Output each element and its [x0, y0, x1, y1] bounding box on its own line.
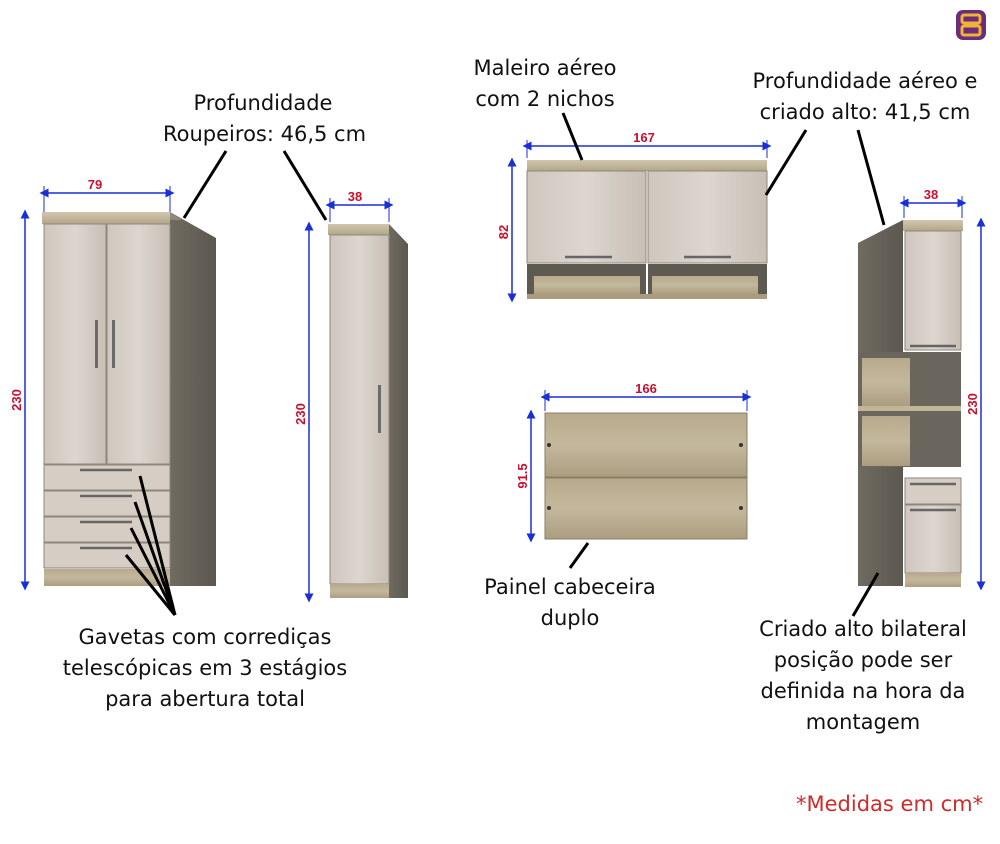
label-painel: Painel cabeceira duplo: [480, 572, 660, 634]
label-line: com 2 nichos: [475, 87, 615, 111]
criado-niche-back: [862, 416, 910, 466]
coluna-side-panel: [389, 224, 408, 598]
label-line: telescópicas em 3 estágios: [62, 656, 348, 680]
label-line: Gavetas com corrediças: [78, 625, 332, 649]
dim-criado-width: 38: [924, 187, 938, 202]
callout-profundidade-roupeiros-2: [282, 150, 328, 221]
label-line: duplo: [540, 606, 600, 630]
painel-screw: [739, 443, 743, 447]
coluna-top: [328, 224, 389, 235]
label-criado: Criado alto bilateral posição pode ser d…: [748, 614, 978, 738]
painel-lower: [544, 477, 748, 540]
criado-lower-door: [904, 504, 962, 574]
callout-criado: [851, 572, 880, 617]
maleiro-left-door: [526, 170, 647, 264]
label-profundidade-aereo: Profundidade aéreo e criado alto: 41,5 c…: [745, 66, 985, 128]
callout-gaveta-4: [124, 554, 177, 616]
measurement-note: *Medidas em cm*: [796, 792, 984, 816]
maleiro-bottom: [527, 294, 767, 299]
label-line: Profundidade: [193, 91, 333, 115]
dim-roupeiro-width: 79: [88, 177, 102, 192]
label-maleiro: Maleiro aéreo com 2 nichos: [455, 53, 635, 115]
callout-profundidade-aereo-2: [856, 129, 886, 226]
criado-upper-door: [904, 230, 962, 351]
painel-screw: [739, 506, 743, 510]
dim-criado-height: 230: [965, 393, 980, 415]
criado-top: [903, 220, 963, 231]
coluna-handle: [378, 385, 381, 433]
painel-screw: [547, 506, 551, 510]
painel-upper: [544, 412, 748, 478]
callout-gaveta-2: [133, 501, 177, 616]
roupeiro-handle-right: [112, 320, 115, 368]
brand-logo-icon: [955, 9, 987, 41]
label-line: posição pode ser: [773, 648, 953, 672]
niche-back: [652, 276, 758, 294]
criado-niche-back: [862, 358, 910, 406]
roupeiro-duas-portas: 79 230: [9, 177, 216, 591]
dim-coluna-height: 230: [293, 403, 308, 425]
callout-gaveta-3: [129, 527, 177, 616]
roupeiro-side-panel: [170, 212, 216, 586]
dim-roupeiro-height: 230: [9, 389, 24, 411]
painel-screw: [547, 443, 551, 447]
criado-base: [905, 573, 961, 587]
roupeiro-right-door: [106, 223, 171, 465]
label-line: Painel cabeceira: [484, 575, 656, 599]
criado-shelf: [858, 406, 961, 411]
maleiro-top: [527, 160, 767, 171]
label-line: Maleiro aéreo: [473, 56, 617, 80]
niche-back: [534, 276, 640, 294]
maleiro-right-door: [647, 170, 768, 264]
callout-profundidade-roupeiros-1: [182, 150, 228, 219]
dim-painel-height: 91.5: [515, 463, 530, 488]
callout-lines: [124, 112, 886, 617]
callout-maleiro: [561, 112, 584, 161]
callout-profundidade-aereo-1: [764, 129, 808, 196]
callout-gaveta-1: [138, 475, 177, 616]
callout-painel: [568, 542, 590, 569]
roupeiro-handle-left: [95, 320, 98, 368]
label-line: Roupeiros: 46,5 cm: [163, 122, 367, 146]
roupeiro-uma-porta: 38 230: [293, 189, 408, 603]
label-line: para abertura total: [105, 687, 305, 711]
dim-painel-width: 166: [635, 381, 657, 396]
dim-maleiro-height: 82: [496, 225, 511, 239]
label-line: montagem: [805, 710, 921, 734]
dim-maleiro-width: 167: [633, 130, 655, 145]
label-line: Profundidade aéreo e: [752, 69, 978, 93]
maleiro-aereo: 167 82: [496, 130, 772, 303]
criado-drawer: [904, 477, 962, 505]
dim-coluna-width: 38: [348, 189, 362, 204]
label-profundidade-roupeiros: Profundidade Roupeiros: 46,5 cm: [163, 88, 367, 150]
label-line: definida na hora da: [760, 679, 966, 703]
label-line: criado alto: 41,5 cm: [759, 100, 971, 124]
roupeiro-top-edge: [42, 212, 170, 224]
roupeiro-base: [44, 569, 170, 586]
coluna-base: [330, 584, 389, 598]
label-line: Criado alto bilateral: [759, 617, 967, 641]
label-gavetas: Gavetas com corrediças telescópicas em 3…: [60, 622, 350, 715]
painel-cabeceira: 166 91.5: [515, 381, 752, 543]
criado-alto: 38 230: [858, 187, 986, 591]
